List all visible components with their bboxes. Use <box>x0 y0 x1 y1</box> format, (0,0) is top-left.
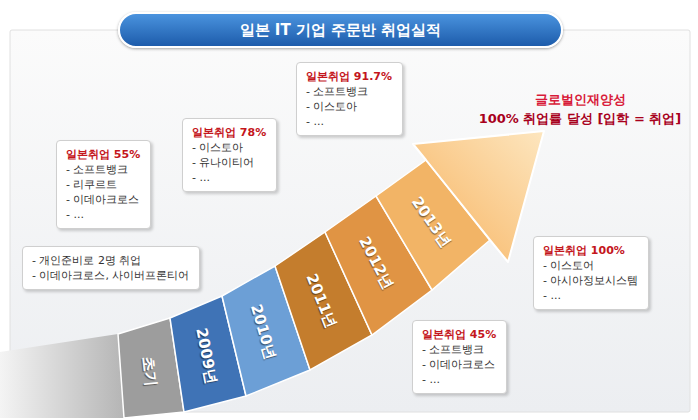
callout-item: - 이스토어 <box>543 258 638 273</box>
callout-item: - ... <box>192 170 266 185</box>
callout-item: - 개인준비로 2명 취업 <box>32 253 189 268</box>
callout-item: - 소프트뱅크 <box>66 162 140 177</box>
callout-item: - 이스토아 <box>192 140 266 155</box>
title-text: 일본 IT 기업 주문반 취업실적 <box>240 23 442 38</box>
title-banner: 일본 IT 기업 주문반 취업실적 <box>118 12 563 48</box>
callout-item: - ... <box>543 288 638 303</box>
callout-item: - ... <box>422 372 496 387</box>
callout-heading: 일본취업 91.7% <box>306 69 392 84</box>
callout-heading: 일본취업 100% <box>543 243 638 258</box>
callout-item: - 소프트뱅크 <box>306 84 392 99</box>
slogan-text: 글로벌인재양성 <box>535 91 626 109</box>
callout-item: - ... <box>306 114 392 129</box>
callout-item: - ... <box>66 207 140 222</box>
year-label: 초기 <box>138 355 160 387</box>
callout-item: - 유나이티어 <box>192 155 266 170</box>
callout-item: - 이스토아 <box>306 99 392 114</box>
callout-item: - 리쿠르트 <box>66 177 140 192</box>
callout-heading: 일본취업 78% <box>192 125 266 140</box>
band-tail <box>0 334 124 418</box>
callout-heading: 일본취업 55% <box>66 147 140 162</box>
callout-item: - 이데아크로스 <box>66 192 140 207</box>
callout-item: - 소프트뱅크 <box>422 342 496 357</box>
callout-box: 일본취업 91.7%- 소프트뱅크- 이스토아- ... <box>296 62 403 136</box>
callout-box: - 개인준비로 2명 취업- 이데아크로스, 사이버프론티어 <box>22 246 200 290</box>
callout-item: - 이데아크로스 <box>422 357 496 372</box>
callout-box: 일본취업 55%- 소프트뱅크- 리쿠르트- 이데아크로스- ... <box>56 140 151 229</box>
slogan-text: 100% 취업률 달성 [입학 = 취업] <box>479 110 682 128</box>
callout-item: - 아시아정보시스템 <box>543 273 638 288</box>
callout-box: 일본취업 45%- 소프트뱅크- 이데아크로스- ... <box>412 320 507 394</box>
callout-box: 일본취업 78%- 이스토아- 유나이티어- ... <box>182 118 277 192</box>
callout-heading: 일본취업 45% <box>422 327 496 342</box>
callout-item: - 이데아크로스, 사이버프론티어 <box>32 268 189 283</box>
callout-box: 일본취업 100%- 이스토어- 아시아정보시스템- ... <box>533 236 649 310</box>
